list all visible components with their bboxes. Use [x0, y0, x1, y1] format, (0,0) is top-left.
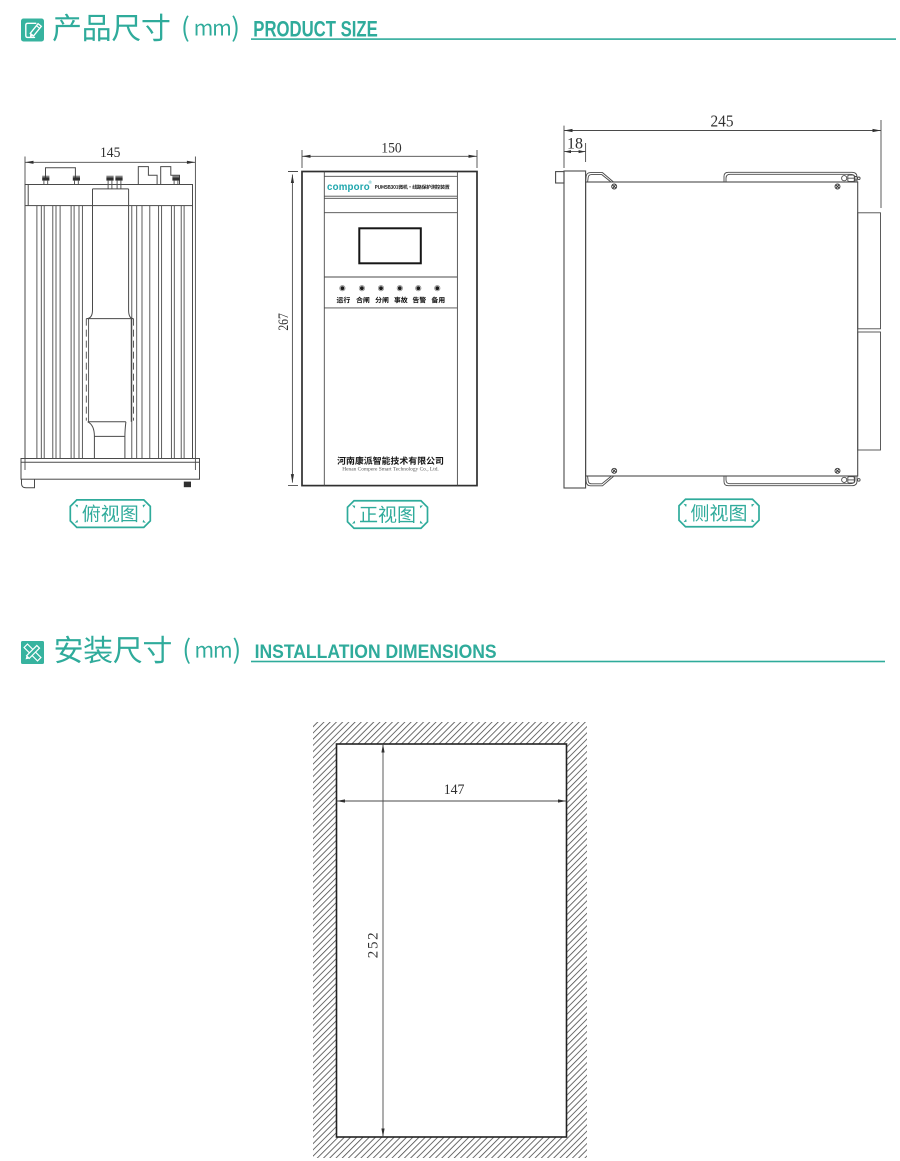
- svg-text:comporo: comporo: [327, 182, 370, 193]
- svg-text:252: 252: [366, 932, 382, 958]
- svg-text:147: 147: [444, 781, 465, 798]
- svg-text:245: 245: [711, 111, 734, 130]
- svg-text:Henan Compere Smart Technology: Henan Compere Smart Technology Co., Ltd.: [342, 466, 439, 472]
- svg-text:145: 145: [100, 144, 120, 161]
- svg-text:®: ®: [369, 179, 373, 185]
- svg-text:PRODUCT SIZE: PRODUCT SIZE: [253, 17, 378, 42]
- svg-text:INSTALLATION DIMENSIONS: INSTALLATION DIMENSIONS: [255, 641, 497, 663]
- svg-text:267: 267: [276, 313, 292, 331]
- svg-text:18: 18: [567, 135, 583, 152]
- svg-text:150: 150: [381, 140, 402, 157]
